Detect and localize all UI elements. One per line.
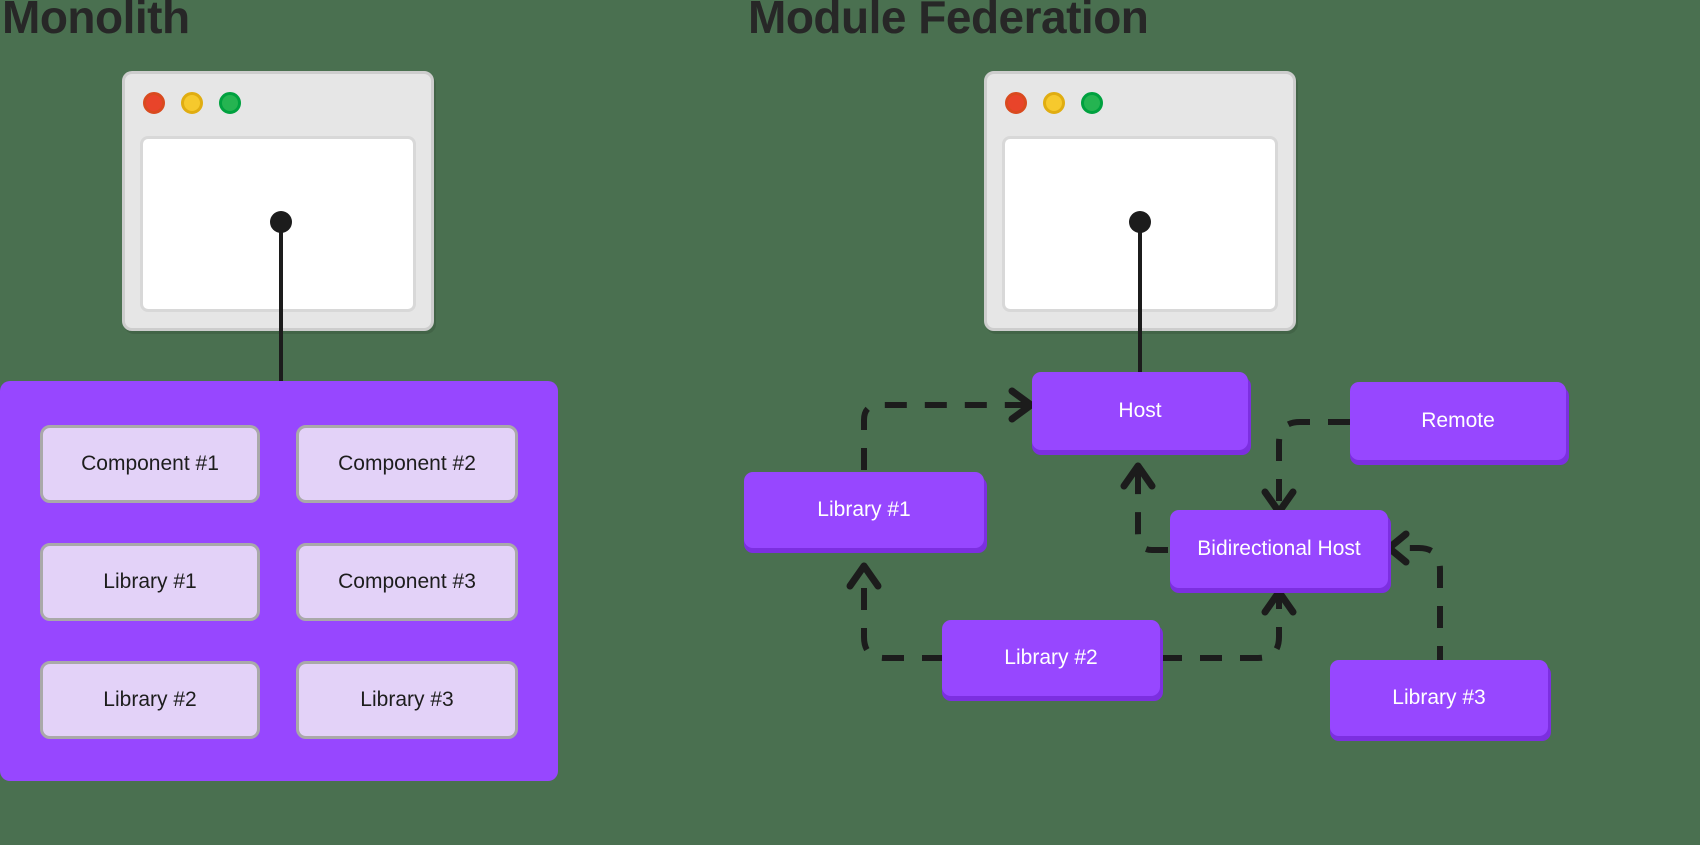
connector-monolith <box>270 211 292 397</box>
monolith-cell-library-1[interactable]: Library #1 <box>40 543 260 621</box>
arrowhead-library2-to-bidirectional-host <box>1261 588 1297 616</box>
monolith-container: Component #1 Component #2 Library #1 Com… <box>0 381 558 781</box>
arrowhead-remote-to-bidirectional-host <box>1261 488 1297 516</box>
edge-remote-to-bidirectional-host <box>1276 419 1350 506</box>
node-host[interactable]: Host <box>1032 372 1248 450</box>
arrowhead-library1-to-host <box>1008 387 1035 423</box>
arrowhead-library2-to-library1 <box>846 562 882 590</box>
connector-stem <box>279 222 283 397</box>
arrowhead-bidirectional-host-to-host <box>1120 462 1156 490</box>
connector-module-federation <box>1129 211 1151 404</box>
connector-stem <box>1138 222 1142 404</box>
page-title-monolith: Monolith <box>2 0 190 43</box>
minimize-dot-icon[interactable] <box>181 92 203 114</box>
edge-library3-to-bidirectional-host <box>1398 545 1443 668</box>
monolith-cell-library-2[interactable]: Library #2 <box>40 661 260 739</box>
edge-library2-to-bidirectional-host <box>1160 598 1282 661</box>
monolith-cell-library-3[interactable]: Library #3 <box>296 661 518 739</box>
close-dot-icon[interactable] <box>1005 92 1027 114</box>
window-traffic-lights <box>143 92 241 114</box>
node-remote[interactable]: Remote <box>1350 382 1566 460</box>
arrowhead-library3-to-bidirectional-host <box>1385 530 1410 566</box>
node-bidirectional-host[interactable]: Bidirectional Host <box>1170 510 1388 588</box>
edge-library2-to-library1 <box>861 572 944 661</box>
minimize-dot-icon[interactable] <box>1043 92 1065 114</box>
close-dot-icon[interactable] <box>143 92 165 114</box>
edge-library1-to-host <box>861 402 1026 470</box>
window-traffic-lights <box>1005 92 1103 114</box>
node-library-1[interactable]: Library #1 <box>744 472 984 548</box>
monolith-cell-component-2[interactable]: Component #2 <box>296 425 518 503</box>
monolith-cell-component-3[interactable]: Component #3 <box>296 543 518 621</box>
node-library-2[interactable]: Library #2 <box>942 620 1160 696</box>
maximize-dot-icon[interactable] <box>1081 92 1103 114</box>
node-library-3[interactable]: Library #3 <box>1330 660 1548 736</box>
maximize-dot-icon[interactable] <box>219 92 241 114</box>
monolith-cell-component-1[interactable]: Component #1 <box>40 425 260 503</box>
edge-bidirectional-host-to-host <box>1135 472 1168 553</box>
page-title-module-federation: Module Federation <box>748 0 1149 43</box>
